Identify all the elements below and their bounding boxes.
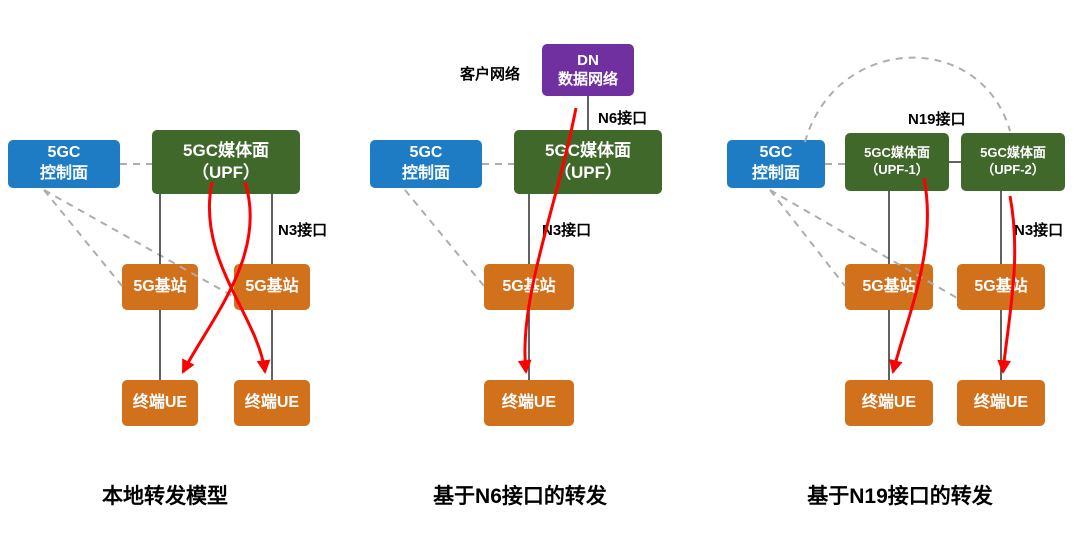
local-control-plane-box: 5GC 控制面 bbox=[8, 140, 120, 188]
n19-panel-title: 基于N19接口的转发 bbox=[807, 485, 993, 508]
n19-ue-right-box: 终端UE bbox=[957, 380, 1045, 426]
n6-base-station-label: 5G基站 bbox=[502, 277, 556, 295]
local-ue-right-box: 终端UE bbox=[234, 380, 310, 426]
n6-interface-label: N6接口 bbox=[598, 110, 648, 127]
n19-n3-interface-label: N3接口 bbox=[1014, 222, 1064, 239]
n6-dn-line1: DN bbox=[577, 51, 599, 69]
n6-customer-network-label: 客户网络 bbox=[460, 66, 521, 83]
n6-upf-box: 5GC媒体面 （UPF） bbox=[514, 130, 662, 194]
n19-base-station-left-box: 5G基站 bbox=[845, 264, 933, 310]
n19-control-plane-line1: 5GC bbox=[759, 144, 793, 162]
n19-upf2-line2: （UPF-2） bbox=[981, 162, 1045, 177]
n19-ue-left-label: 终端UE bbox=[861, 393, 917, 411]
n6-base-station-box: 5G基站 bbox=[484, 264, 574, 310]
n19-upf1-box: 5GC媒体面 （UPF-1） bbox=[845, 133, 949, 191]
local-cp-bs-left-dashed-link bbox=[43, 189, 123, 287]
local-base-station-left-label: 5G基站 bbox=[133, 277, 187, 295]
n6-cp-bs-dashed-link bbox=[404, 189, 485, 287]
n6-dn-line2: 数据网络 bbox=[557, 71, 618, 88]
n6-control-plane-line2: 控制面 bbox=[401, 165, 450, 182]
n19-upf1-line1: 5GC媒体面 bbox=[864, 145, 930, 161]
n19-base-station-right-box: 5G基站 bbox=[957, 264, 1045, 310]
local-upf-line1: 5GC媒体面 bbox=[183, 140, 269, 160]
n6-ue-label: 终端UE bbox=[501, 393, 557, 411]
n19-base-station-right-label: 5G基站 bbox=[974, 277, 1028, 295]
local-upf-box: 5GC媒体面 （UPF） bbox=[152, 130, 300, 194]
n6-ue-box: 终端UE bbox=[484, 380, 574, 426]
local-base-station-right-box: 5G基站 bbox=[234, 264, 310, 310]
n6-control-plane-box: 5GC 控制面 bbox=[370, 140, 482, 188]
local-ue-left-box: 终端UE bbox=[122, 380, 198, 426]
n19-upf2-box: 5GC媒体面 （UPF-2） bbox=[961, 133, 1065, 191]
n19-ue-left-box: 终端UE bbox=[845, 380, 933, 426]
n6-upf-line1: 5GC媒体面 bbox=[545, 140, 631, 160]
local-base-station-left-box: 5G基站 bbox=[122, 264, 198, 310]
n6-dn-box: DN 数据网络 bbox=[542, 44, 634, 96]
n6-control-plane-line1: 5GC bbox=[409, 144, 443, 162]
local-control-plane-line1: 5GC bbox=[47, 144, 81, 162]
local-control-plane-line2: 控制面 bbox=[39, 165, 88, 182]
n6-n3-interface-label: N3接口 bbox=[542, 222, 592, 239]
local-ue-left-label: 终端UE bbox=[132, 393, 188, 411]
n19-control-plane-line2: 控制面 bbox=[751, 165, 800, 182]
local-n3-interface-label: N3接口 bbox=[278, 222, 328, 239]
n19-upf1-line2: （UPF-1） bbox=[865, 162, 929, 177]
n19-base-station-left-label: 5G基站 bbox=[862, 277, 916, 295]
n6-panel-title: 基于N6接口的转发 bbox=[433, 485, 607, 508]
n19-control-plane-box: 5GC 控制面 bbox=[727, 140, 825, 188]
local-panel-title: 本地转发模型 bbox=[102, 485, 228, 508]
n19-upf2-line1: 5GC媒体面 bbox=[980, 145, 1046, 161]
local-ue-right-label: 终端UE bbox=[244, 393, 300, 411]
n19-ue-right-label: 终端UE bbox=[973, 393, 1029, 411]
n19-cp-bs-left-dashed-link bbox=[769, 189, 846, 287]
n19-interface-label: N19接口 bbox=[908, 111, 966, 128]
n6-upf-line2: （UPF） bbox=[554, 163, 622, 182]
n19-tunnel-dashed-arc bbox=[804, 56, 1011, 143]
local-upf-line2: （UPF） bbox=[192, 163, 260, 182]
local-base-station-right-label: 5G基站 bbox=[245, 277, 299, 295]
